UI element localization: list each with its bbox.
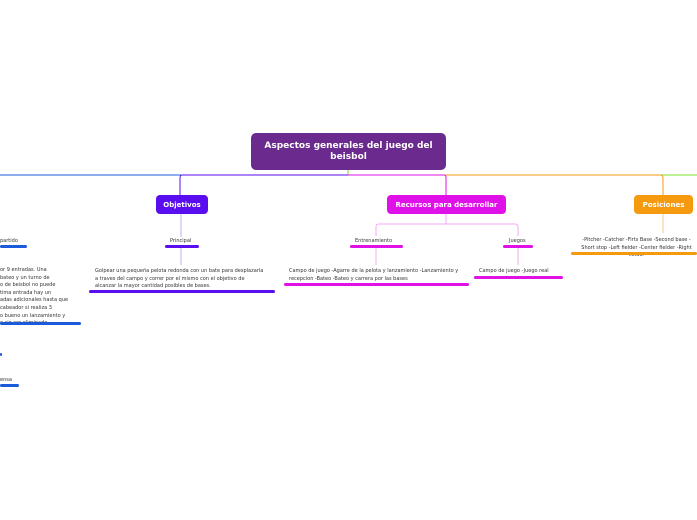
branch-recursos-label: Recursos para desarrollar	[395, 200, 498, 209]
juegos-description-underline	[474, 276, 563, 279]
left-item-underline	[0, 353, 2, 356]
entrenamiento-description-underline	[284, 283, 469, 286]
subtopic-left-defensa[interactable]: ensa	[0, 377, 12, 383]
subtopic-principal-label: Principal	[170, 238, 192, 244]
juegos-description-text: Campo de juego -Juego real	[479, 268, 549, 274]
entrenamiento-description[interactable]: Campo de juego -Agarre de la pelota y la…	[289, 268, 469, 283]
left-rules-line: cabeador si realiza 3	[0, 304, 52, 311]
subtopic-left-partido-underline	[0, 245, 27, 248]
subtopic-left-defensa-underline	[0, 384, 19, 387]
subtopic-left-partido-label: partido	[0, 238, 18, 244]
entrenamiento-description-text: Campo de juego -Agarre de la pelota y la…	[289, 268, 459, 282]
connector-recursos	[348, 174, 447, 196]
subtopic-principal-underline	[165, 245, 199, 248]
subtopic-entrenamiento-label: Entrenamiento	[355, 238, 393, 244]
left-rules-line: tima entrada hay un	[0, 289, 52, 296]
principal-description-underline	[89, 290, 275, 293]
left-rules-line: bateo y un turno de	[0, 274, 50, 281]
posiciones-description-underline	[571, 252, 697, 255]
juegos-description[interactable]: Campo de juego -Juego real	[479, 268, 564, 276]
subtopic-juegos[interactable]: Juegos	[509, 238, 526, 244]
root-topic[interactable]: Aspectos generales del juego del beisbol	[251, 133, 446, 170]
connector-recursos-split	[375, 213, 519, 236]
subtopic-juegos-label: Juegos	[509, 238, 526, 244]
connector-left	[0, 170, 349, 176]
left-rules-line: or 9 entradas. Una	[0, 267, 47, 273]
posiciones-description[interactable]: -Pitcher -Catcher -Firts Base -Second ba…	[576, 237, 697, 260]
left-rules-text[interactable]: or 9 entradas. Una bateo y un turno de o…	[0, 267, 82, 328]
subtopic-left-defensa-label: ensa	[0, 377, 12, 383]
branch-posiciones[interactable]: Posiciones	[634, 195, 693, 214]
left-rules-underline	[0, 322, 81, 325]
subtopic-principal[interactable]: Principal	[170, 238, 191, 244]
branch-posiciones-label: Posiciones	[642, 200, 685, 209]
left-rules-line: o bueno un lanzamiento y	[0, 312, 66, 319]
subtopic-juegos-underline	[503, 245, 533, 248]
branch-objetivos-label: Objetivos	[163, 200, 201, 209]
left-rules-line: o de beisbol no puede	[0, 282, 56, 289]
subtopic-entrenamiento[interactable]: Entrenamiento	[355, 238, 392, 244]
connector-right	[347, 170, 697, 176]
principal-description[interactable]: Golpear una pequeña pelota redonda con u…	[95, 268, 265, 291]
connector-posiciones	[446, 174, 664, 196]
connector-objetivos	[179, 174, 348, 196]
branch-recursos[interactable]: Recursos para desarrollar	[387, 195, 506, 214]
subtopic-left-partido[interactable]: partido	[0, 238, 18, 244]
left-rules-line: adas adicionales hasta que	[0, 297, 69, 304]
principal-description-text: Golpear una pequeña pelota redonda con u…	[95, 268, 264, 290]
subtopic-entrenamiento-underline	[350, 245, 403, 248]
root-title: Aspectos generales del juego del beisbol	[264, 140, 433, 162]
branch-objetivos[interactable]: Objetivos	[156, 195, 208, 214]
posiciones-description-text: -Pitcher -Catcher -Firts Base -Second ba…	[581, 237, 692, 259]
